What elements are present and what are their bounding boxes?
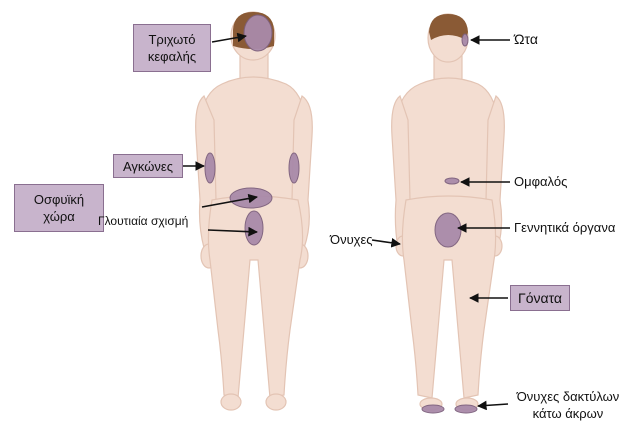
lesion-navel [445,178,459,184]
lesion-scalp [244,15,272,51]
label-navel: Ομφαλός [514,174,567,189]
lesion-left-toenails [422,405,444,413]
lesion-genitals [435,213,461,247]
label-lumbar: Οσφυϊκή χώρα [14,184,104,232]
label-genitals: Γεννητικά όργανα [514,220,615,235]
lesion-ear [462,34,468,46]
label-scalp: Τριχωτό κεφαλής [133,24,211,72]
front-view-figure [392,14,505,410]
label-toenails: Όνυχες δακτύλων κάτω άκρων [512,388,624,422]
lesion-right-toenails [455,405,477,413]
lesion-gluteal-cleft [245,211,263,245]
label-knees: Γόνατα [510,285,570,311]
label-toenails-text: Όνυχες δακτύλων κάτω άκρων [517,389,620,421]
label-elbows: Αγκώνες [113,154,183,178]
label-gluteal-cleft: Γλουτιαία σχισμή [98,214,188,229]
label-knees-text: Γόνατα [518,290,562,307]
lesion-right-elbow [289,153,299,183]
arrow-nails [372,240,400,244]
lesion-left-elbow [205,153,215,183]
label-lumbar-text: Οσφυϊκή χώρα [29,191,89,225]
label-ears: Ώτα [514,32,538,47]
label-nails: Όνυχες [330,232,373,247]
arrow-toenails [478,404,508,406]
label-scalp-text: Τριχωτό κεφαλής [142,31,202,65]
label-elbows-text: Αγκώνες [123,158,173,175]
